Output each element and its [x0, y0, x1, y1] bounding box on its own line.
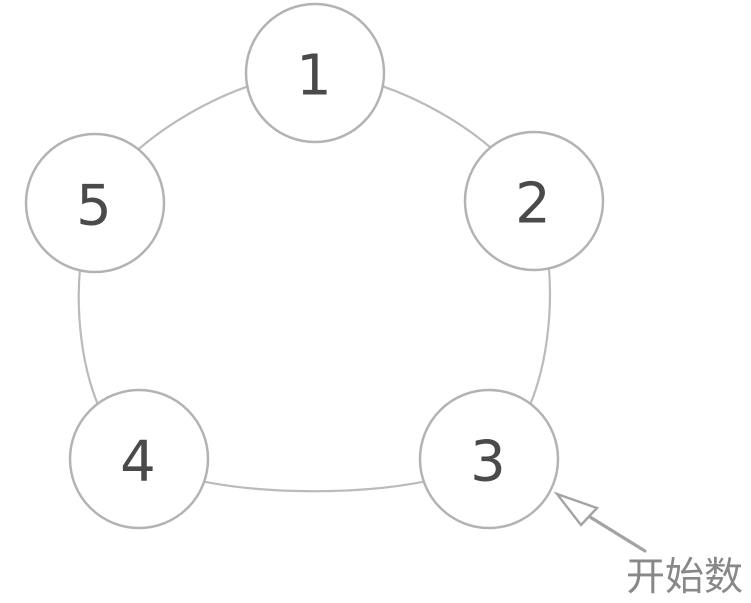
node-4: 4: [68, 388, 210, 530]
node-3-label: 3: [470, 430, 506, 495]
start-counting-label: 开始数: [626, 555, 743, 600]
node-3-circle: [418, 388, 560, 530]
node-4-label: 4: [120, 430, 156, 495]
node-5-circle: [24, 132, 166, 274]
node-1: 1: [244, 2, 386, 144]
start-arrow-head-icon: [553, 491, 600, 527]
node-2-circle: [463, 130, 605, 272]
node-4-circle: [68, 388, 210, 530]
node-1-circle: [244, 2, 386, 144]
start-arrow-shaft: [588, 515, 647, 553]
node-5: 5: [24, 132, 166, 274]
node-2-label: 2: [515, 172, 551, 237]
node-5-label: 5: [76, 174, 112, 239]
node-2: 2: [463, 130, 605, 272]
node-1-label: 1: [296, 44, 332, 109]
node-3: 3: [418, 388, 560, 530]
start-arrow: [553, 491, 647, 553]
